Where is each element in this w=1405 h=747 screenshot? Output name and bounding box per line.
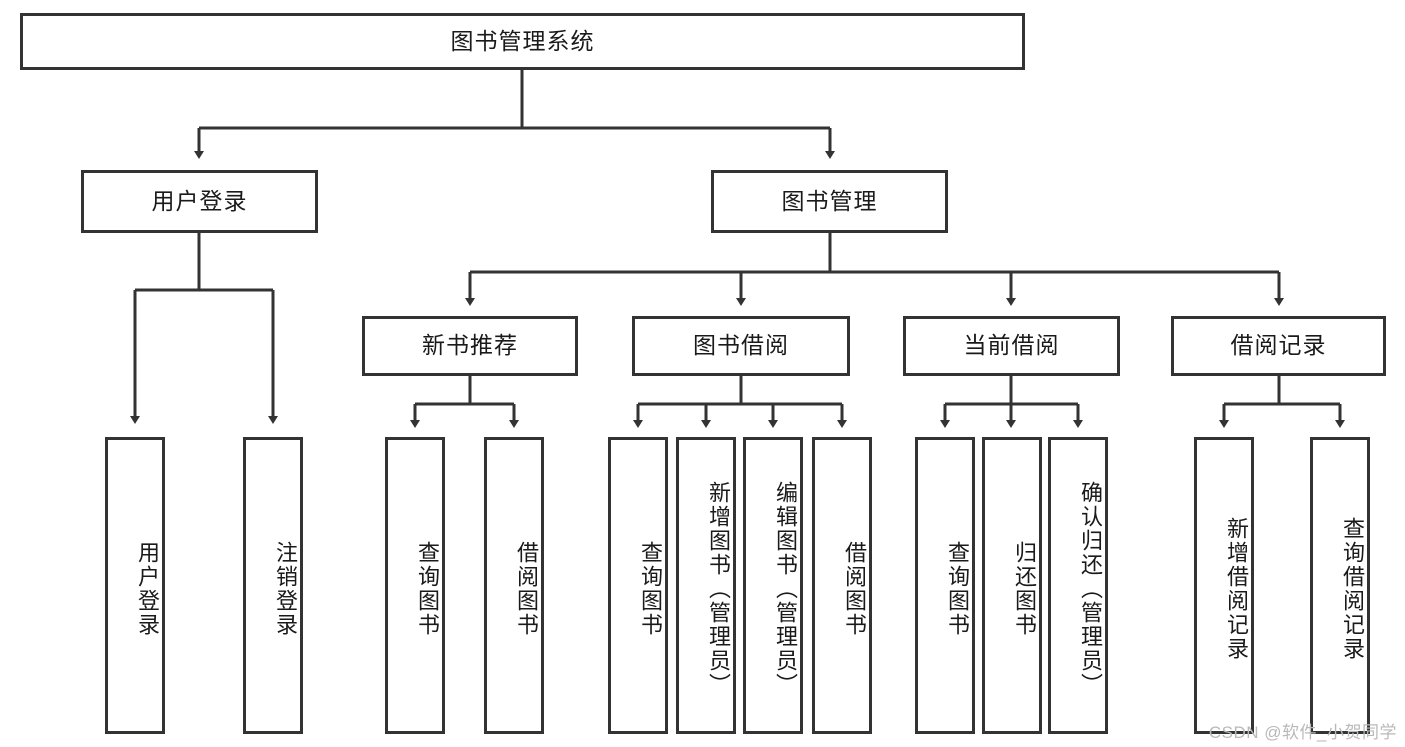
node-root-system[interactable]: 图书管理系统 <box>20 13 1025 70</box>
watermark-text: CSDN @软件_小贺同学 <box>1208 723 1397 742</box>
node-current-borrow[interactable]: 当前借阅 <box>903 316 1120 376</box>
leaf-label: 查询图书 <box>415 540 440 637</box>
node-label: 当前借阅 <box>963 332 1060 359</box>
leaf-label: 注销登录 <box>273 540 298 637</box>
node-label: 图书借阅 <box>693 332 789 359</box>
leaf-label: 确认归还（管理员） <box>1078 480 1103 697</box>
node-new-book-recommend[interactable]: 新书推荐 <box>362 316 578 376</box>
leaf-book-borrow-query[interactable]: 查询图书 <box>608 437 668 734</box>
leaf-label: 借阅图书 <box>842 540 867 637</box>
node-label: 图书管理 <box>781 187 878 214</box>
leaf-label: 编辑图书（管理员） <box>773 480 798 697</box>
leaf-current-borrow-confirm-return[interactable]: 确认归还（管理员） <box>1048 437 1108 734</box>
leaf-borrow-records-query[interactable]: 查询借阅记录 <box>1310 437 1370 734</box>
node-user-login[interactable]: 用户登录 <box>81 170 318 233</box>
node-book-management[interactable]: 图书管理 <box>711 170 948 233</box>
leaf-label: 借阅图书 <box>514 540 539 637</box>
leaf-new-book-query[interactable]: 查询图书 <box>385 437 445 734</box>
node-label: 图书管理系统 <box>450 27 595 54</box>
leaf-current-borrow-query[interactable]: 查询图书 <box>915 437 975 734</box>
leaf-user-login-login[interactable]: 用户登录 <box>105 437 165 734</box>
leaf-book-borrow-edit[interactable]: 编辑图书（管理员） <box>743 437 803 734</box>
leaf-new-book-borrow[interactable]: 借阅图书 <box>484 437 544 734</box>
leaf-label: 查询图书 <box>945 540 970 637</box>
leaf-user-login-logout[interactable]: 注销登录 <box>243 437 303 734</box>
node-label: 借阅记录 <box>1230 332 1327 359</box>
node-book-borrow[interactable]: 图书借阅 <box>632 316 850 376</box>
node-label: 新书推荐 <box>422 332 518 359</box>
leaf-label: 用户登录 <box>135 540 160 637</box>
leaf-label: 新增图书（管理员） <box>706 480 731 697</box>
leaf-current-borrow-return[interactable]: 归还图书 <box>982 437 1042 734</box>
leaf-book-borrow-borrow[interactable]: 借阅图书 <box>812 437 872 734</box>
node-borrow-records[interactable]: 借阅记录 <box>1171 316 1386 376</box>
leaf-book-borrow-add[interactable]: 新增图书（管理员） <box>676 437 736 734</box>
leaf-label: 新增借阅记录 <box>1224 516 1249 661</box>
node-label: 用户登录 <box>151 187 248 214</box>
leaf-label: 查询借阅记录 <box>1340 516 1365 661</box>
leaf-label: 查询图书 <box>638 540 663 637</box>
leaf-borrow-records-add[interactable]: 新增借阅记录 <box>1194 437 1254 734</box>
leaf-label: 归还图书 <box>1012 540 1037 637</box>
